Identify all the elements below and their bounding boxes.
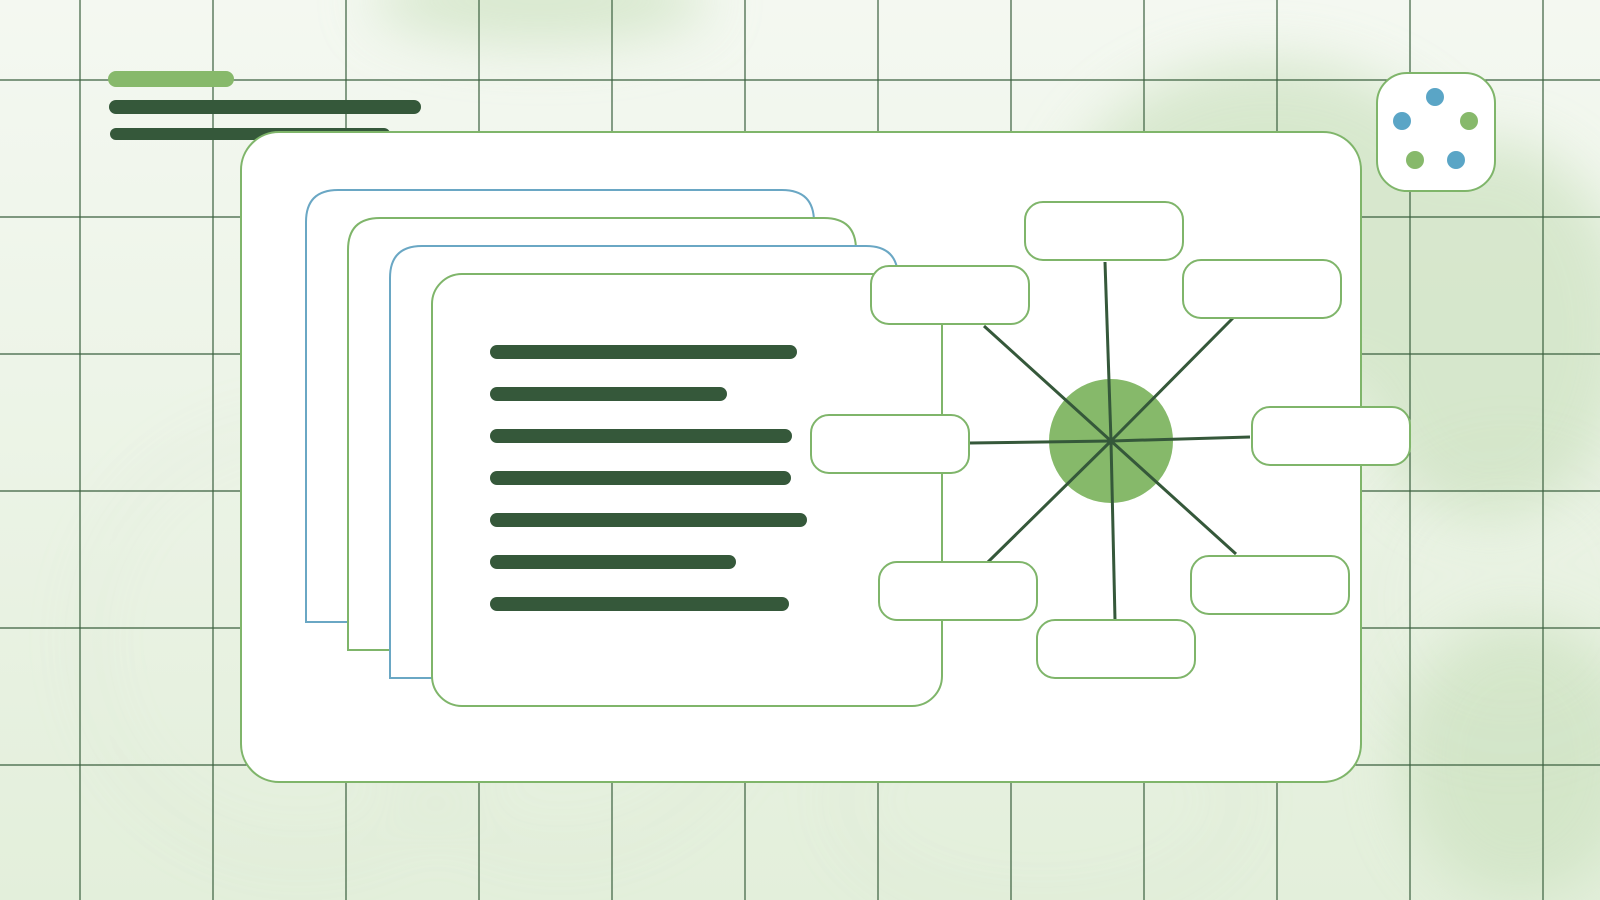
- document-card-front: [431, 273, 943, 707]
- mind-map: [810, 201, 1411, 679]
- mind-map-node: [1182, 259, 1342, 319]
- mind-map-node: [1024, 201, 1184, 261]
- badge-dot: [1447, 151, 1465, 169]
- badge-dot: [1406, 151, 1424, 169]
- spoke: [1109, 316, 1235, 443]
- badge-dot: [1460, 112, 1478, 130]
- document-text-lines: [490, 345, 807, 611]
- mind-map-nodes: [810, 201, 1411, 679]
- mind-map-spokes: [969, 261, 1251, 621]
- spoke: [1109, 440, 1117, 621]
- badge-dot: [1393, 112, 1411, 130]
- badge-dot: [1426, 88, 1444, 106]
- blob: [370, 0, 710, 45]
- spoke: [1109, 439, 1238, 556]
- mind-map-node: [878, 561, 1038, 621]
- mind-map-node: [1036, 619, 1196, 679]
- spoke: [1110, 435, 1251, 443]
- spoke: [986, 439, 1113, 564]
- dots-cluster-icon: [1393, 88, 1478, 169]
- document-stack: [305, 189, 943, 707]
- blob: [1400, 620, 1600, 900]
- mind-map-node: [870, 265, 1030, 325]
- dots-cluster-badge: [1376, 72, 1496, 192]
- mind-map-node: [810, 414, 970, 474]
- spoke: [982, 324, 1113, 443]
- spoke: [969, 439, 1112, 445]
- mind-map-node: [1190, 555, 1350, 615]
- blob: [1350, 140, 1600, 520]
- spoke: [1103, 261, 1113, 442]
- mind-map-node: [1251, 406, 1411, 466]
